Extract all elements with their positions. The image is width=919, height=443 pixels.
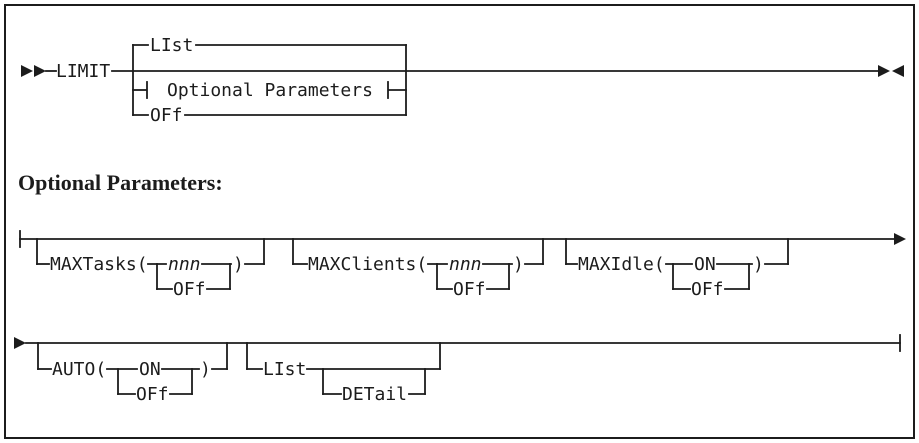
maxclients-off-option: OFf — [453, 279, 486, 300]
maxclients-keyword: MAXClients( — [308, 254, 427, 275]
top-rail: LIMIT LIst Optional Parameters OFf — [21, 35, 904, 126]
row-continue-arrow-icon — [894, 233, 906, 245]
maxidle-close-paren: ) — [753, 254, 764, 275]
off-option: OFf — [150, 105, 183, 126]
maxclients-value: nnn — [449, 254, 482, 275]
maxtasks-close-paren: ) — [233, 254, 244, 275]
list-keyword: LIst — [263, 359, 306, 380]
list-detail-group: LIst DETail — [246, 342, 441, 405]
maxtasks-off-option: OFf — [173, 279, 206, 300]
detail-sub-option: DETail — [342, 384, 407, 405]
rail-end-arrow-icon — [878, 65, 890, 77]
maxtasks-keyword: MAXTasks( — [50, 254, 148, 275]
rail-end-arrow-icon — [892, 65, 904, 77]
auto-group: AUTO( ON ) OFf — [37, 342, 228, 405]
auto-keyword: AUTO( — [52, 359, 106, 380]
auto-off-option: OFf — [136, 384, 169, 405]
rail-start-arrow-icon — [21, 65, 33, 77]
maxclients-group: MAXClients( nnn ) OFf — [292, 238, 544, 300]
limit-keyword: LIMIT — [56, 61, 110, 82]
maxidle-on-value: ON — [694, 254, 716, 275]
rail-start-arrow-icon — [34, 65, 46, 77]
list-default-option: LIst — [150, 35, 193, 56]
auto-on-value: ON — [139, 359, 161, 380]
page-border — [4, 4, 915, 439]
fragment-heading: Optional Parameters: — [18, 170, 223, 195]
parameters-row-1: MAXTasks( nnn ) OFf MAXClients( nnn ) — [19, 230, 906, 300]
maxclients-close-paren: ) — [513, 254, 524, 275]
auto-close-paren: ) — [200, 359, 211, 380]
maxidle-group: MAXIdle( ON ) OFf — [565, 238, 789, 300]
parameters-row-2: AUTO( ON ) OFf LIst DETail — [14, 334, 901, 405]
maxtasks-value: nnn — [168, 254, 201, 275]
maxidle-off-option: OFf — [691, 279, 724, 300]
maxtasks-group: MAXTasks( nnn ) OFf — [36, 238, 265, 300]
optional-parameters-fragment-ref: Optional Parameters — [167, 80, 373, 101]
row-start-arrow-icon — [14, 337, 26, 349]
maxidle-keyword: MAXIdle( — [578, 254, 665, 275]
